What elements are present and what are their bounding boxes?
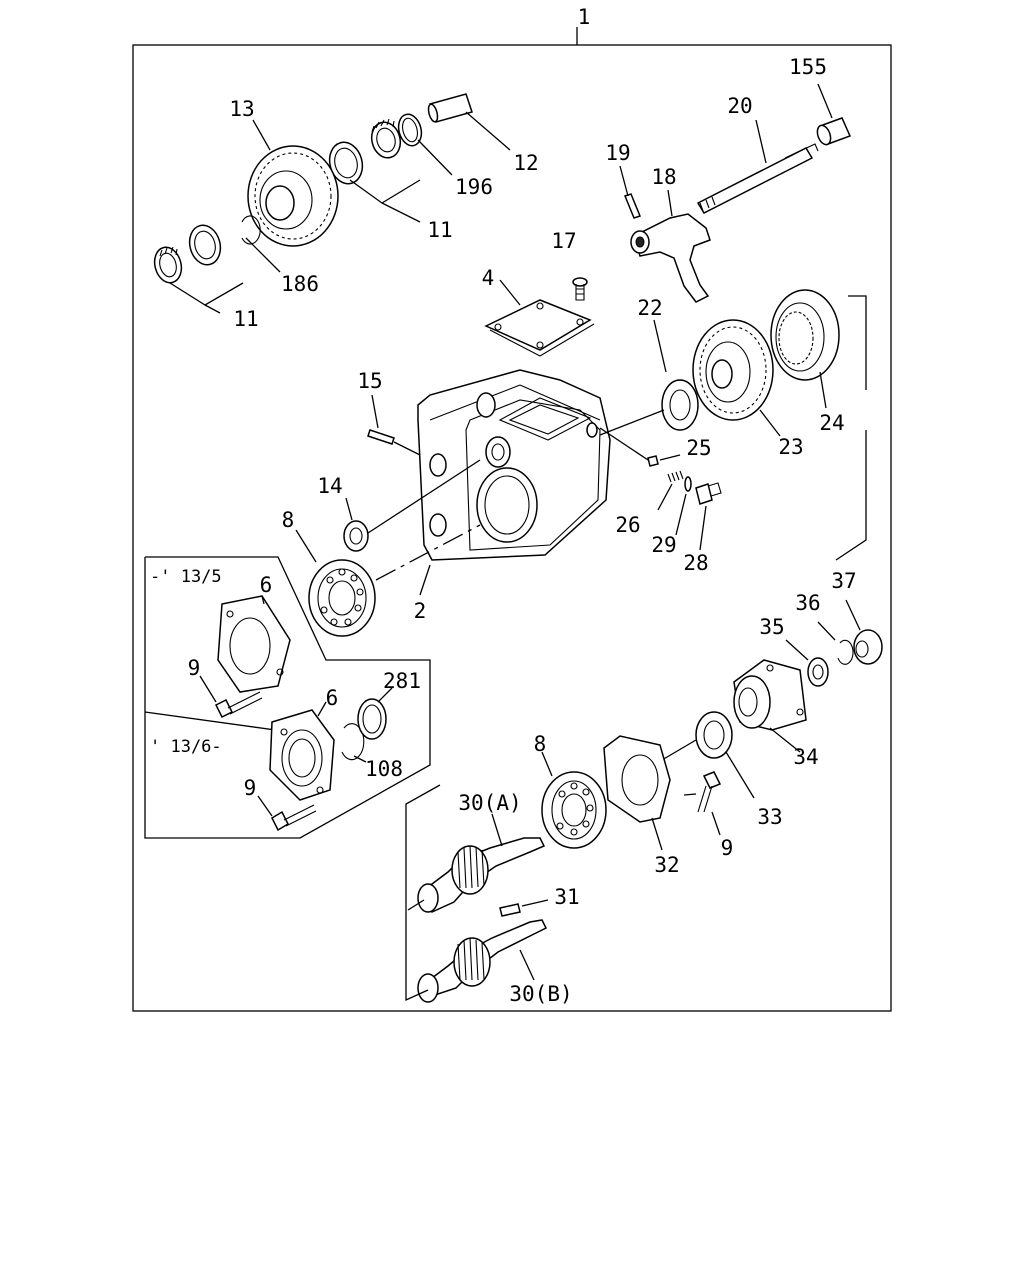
diagram-frame (132, 44, 892, 1012)
part-6-flange-upper (217, 595, 291, 693)
callout-6-lower: 6 (326, 686, 339, 710)
callout-36: 36 (795, 591, 820, 615)
part-22-thrust-washer (599, 319, 699, 436)
part-8-ball-bearing-upper (295, 524, 481, 637)
part-18-shift-fork (630, 189, 711, 303)
callout-25: 25 (686, 436, 711, 460)
inset-lower-range-label: ' 13/6- (150, 737, 222, 757)
callout-20: 20 (727, 94, 752, 118)
part-30a-shaft (417, 813, 546, 914)
callout-108: 108 (365, 757, 403, 781)
callout-9-lower: 9 (721, 836, 734, 860)
variant-inset (144, 556, 431, 839)
part-17-bolt (572, 277, 588, 301)
part-28-plug-bolt (695, 482, 722, 551)
callout-33: 33 (757, 805, 782, 829)
part-186-snap-ring (241, 215, 281, 273)
callout-32: 32 (654, 853, 679, 877)
callout-31: 31 (554, 885, 579, 909)
part-14-oil-seal (343, 459, 481, 552)
part-4-cover-plate (484, 279, 595, 357)
part-9-bolt-inset-lower (257, 795, 317, 832)
callout-17: 17 (551, 229, 576, 253)
part-34-flange (733, 659, 807, 753)
callout-23: 23 (778, 435, 803, 459)
part-30b-shaft (417, 919, 548, 1003)
callout-24: 24 (819, 411, 844, 435)
part-9-bolt-lower (683, 771, 722, 836)
part-33-seal (661, 711, 755, 799)
callout-29: 29 (651, 533, 676, 557)
callout-18: 18 (651, 165, 676, 189)
part-24-sleeve (770, 289, 867, 561)
part-281-shim (357, 687, 393, 740)
callout-1: 1 (578, 5, 591, 29)
callout-2: 2 (414, 599, 427, 623)
part-19-spring-pin (619, 165, 641, 219)
callout-186: 186 (281, 272, 319, 296)
part-26-spring (657, 470, 684, 511)
part-13-gear (247, 119, 339, 247)
callout-34: 34 (793, 745, 818, 769)
callout-13: 13 (229, 97, 254, 121)
part-35-washer (785, 639, 829, 687)
part-8-ball-bearing-lower (541, 751, 607, 849)
callout-8-upper: 8 (282, 508, 295, 532)
part-108-snap-ring (341, 723, 367, 763)
part-23-gear (692, 319, 781, 437)
callout-37: 37 (831, 569, 856, 593)
callout-35: 35 (759, 615, 784, 639)
callout-9-inset-upper: 9 (188, 656, 201, 680)
part-20-shift-rod (696, 119, 819, 214)
part-37-nut (845, 599, 883, 665)
callout-26: 26 (615, 513, 640, 537)
callout-6-upper: 6 (260, 573, 273, 597)
callout-8-lower: 8 (534, 732, 547, 756)
part-15-dowel-pin (367, 394, 421, 456)
callout-4: 4 (482, 266, 495, 290)
part-25-ball (599, 427, 681, 467)
part-11-bearing-lower (153, 224, 244, 314)
part-6-flange-lower (269, 701, 335, 801)
callout-11-lower: 11 (233, 307, 258, 331)
part-31-key (499, 899, 549, 917)
callout-155: 155 (789, 55, 827, 79)
part-29-washer (675, 476, 692, 536)
callout-19: 19 (605, 141, 630, 165)
part-2-housing (417, 369, 611, 596)
callout-15: 15 (357, 369, 382, 393)
callout-28: 28 (683, 551, 708, 575)
part-36-lock-washer (817, 621, 854, 665)
callout-30b: 30(B) (509, 982, 572, 1006)
callout-9-inset-lower: 9 (244, 776, 257, 800)
callout-12: 12 (513, 151, 538, 175)
part-155-bushing (816, 83, 852, 146)
callout-281: 281 (383, 669, 421, 693)
part-9-bolt-inset-upper (199, 675, 263, 719)
callout-30a: 30(A) (458, 791, 521, 815)
part-32-retainer (603, 735, 671, 851)
callout-11-upper: 11 (427, 218, 452, 242)
part-12-pin (427, 93, 511, 151)
callout-14: 14 (317, 474, 342, 498)
callout-22: 22 (637, 296, 662, 320)
part-196-ring (397, 113, 453, 176)
callout-196: 196 (455, 175, 493, 199)
inset-upper-range-label: -' 13/5 (150, 567, 222, 587)
